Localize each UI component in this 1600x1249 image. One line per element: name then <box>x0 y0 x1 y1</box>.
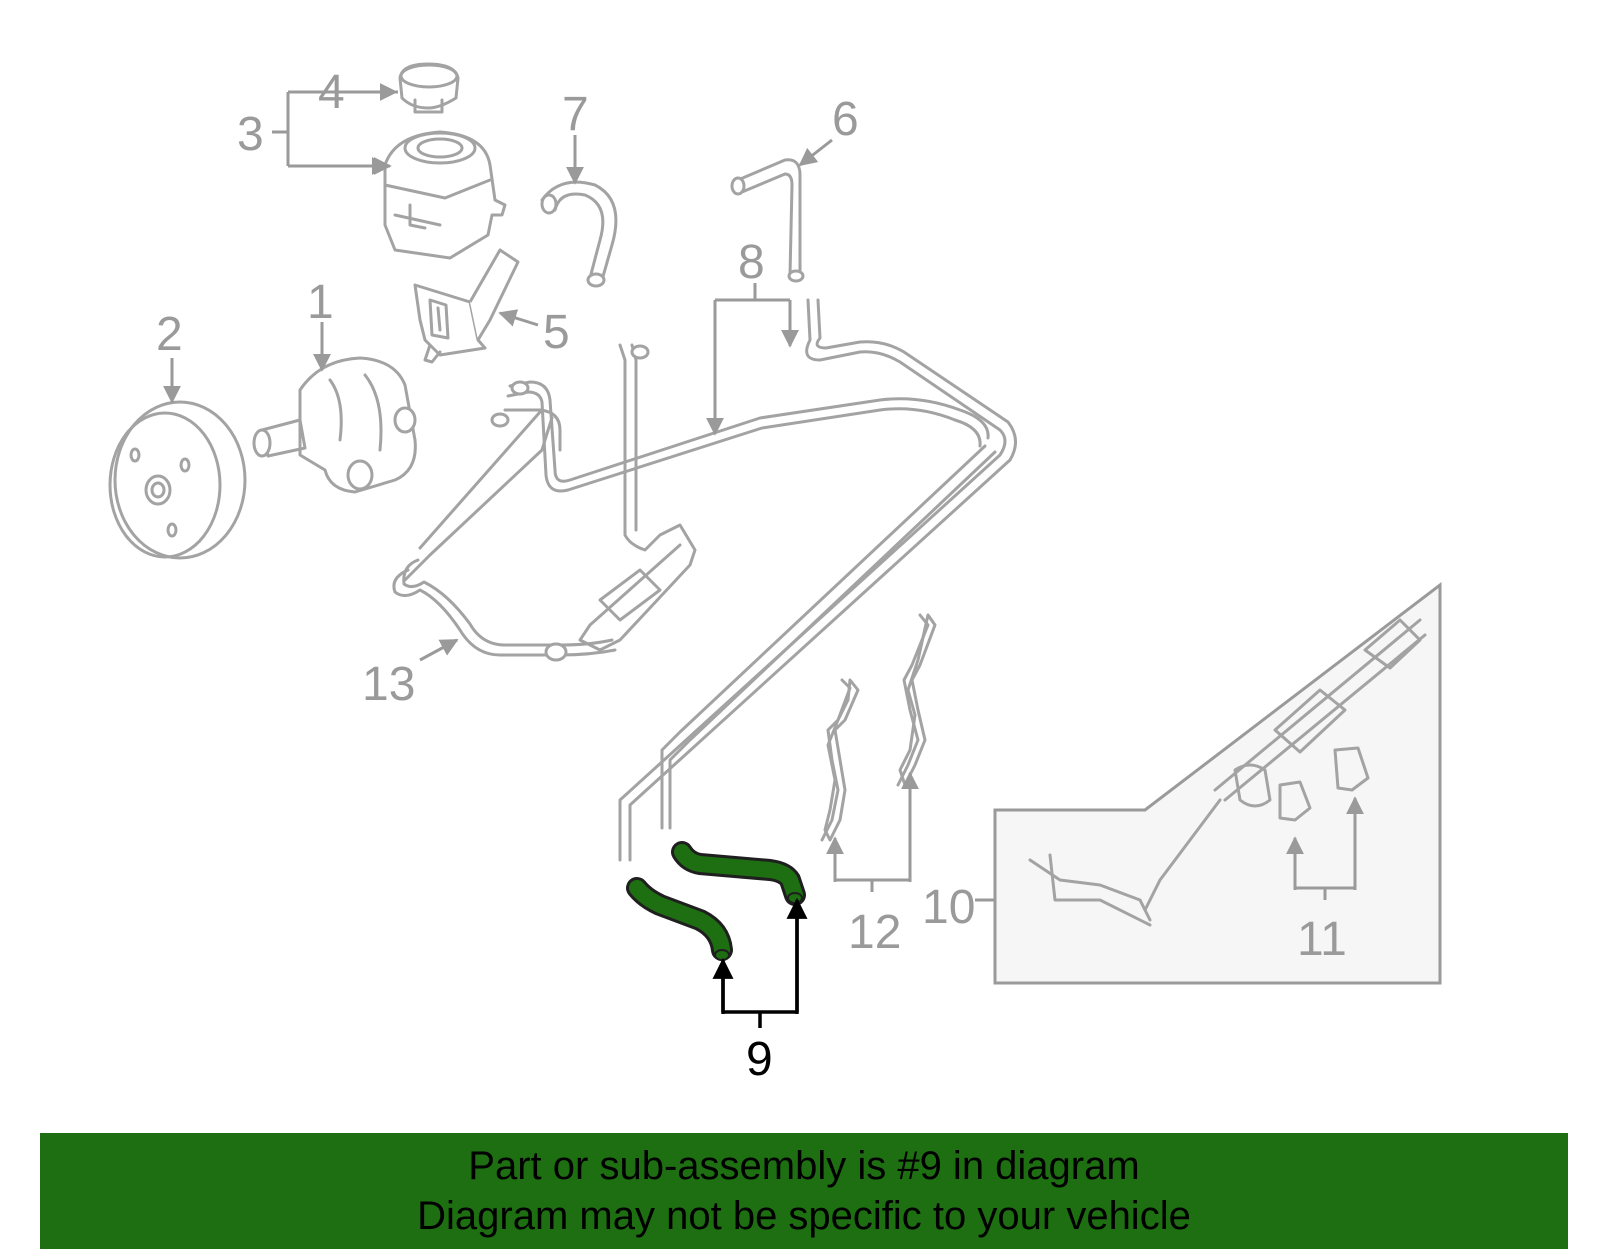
callout-1[interactable]: 1 <box>307 276 334 329</box>
callout-6[interactable]: 6 <box>832 93 859 146</box>
callout-9[interactable]: 9 <box>746 1033 773 1086</box>
callout-labels: 4 3 7 6 8 1 5 2 13 12 10 11 9 <box>156 66 1347 1086</box>
callout-2[interactable]: 2 <box>156 308 183 361</box>
callout-8[interactable]: 8 <box>738 236 765 289</box>
steering-gear-inset[interactable] <box>993 581 1442 985</box>
line-brackets-part[interactable] <box>820 613 937 842</box>
banner-line-part-number: Part or sub-assembly is #9 in diagram <box>468 1144 1140 1188</box>
reservoir-part[interactable] <box>383 130 507 260</box>
info-banner: Part or sub-assembly is #9 in diagram Di… <box>40 1133 1568 1249</box>
callout-7[interactable]: 7 <box>562 88 589 141</box>
reservoir-bracket-part[interactable] <box>413 248 520 364</box>
pulley-part[interactable] <box>108 400 247 560</box>
power-steering-pump-part[interactable] <box>252 356 417 494</box>
callout-4[interactable]: 4 <box>318 66 345 119</box>
banner-line-disclaimer: Diagram may not be specific to your vehi… <box>417 1194 1191 1238</box>
pressure-line-part[interactable] <box>392 298 1017 862</box>
callout-12[interactable]: 12 <box>848 906 901 959</box>
callout-10[interactable]: 10 <box>922 881 975 934</box>
callout-3[interactable]: 3 <box>237 108 264 161</box>
highlighted-hose-part-9[interactable] <box>626 841 806 961</box>
leader-lines <box>163 83 1364 1028</box>
callout-5[interactable]: 5 <box>543 306 570 359</box>
reservoir-hose-part[interactable] <box>540 180 618 288</box>
callout-13[interactable]: 13 <box>362 658 415 711</box>
reservoir-cap-part[interactable] <box>398 62 460 114</box>
callout-11[interactable]: 11 <box>1297 913 1347 966</box>
return-hose-part[interactable] <box>730 158 805 283</box>
